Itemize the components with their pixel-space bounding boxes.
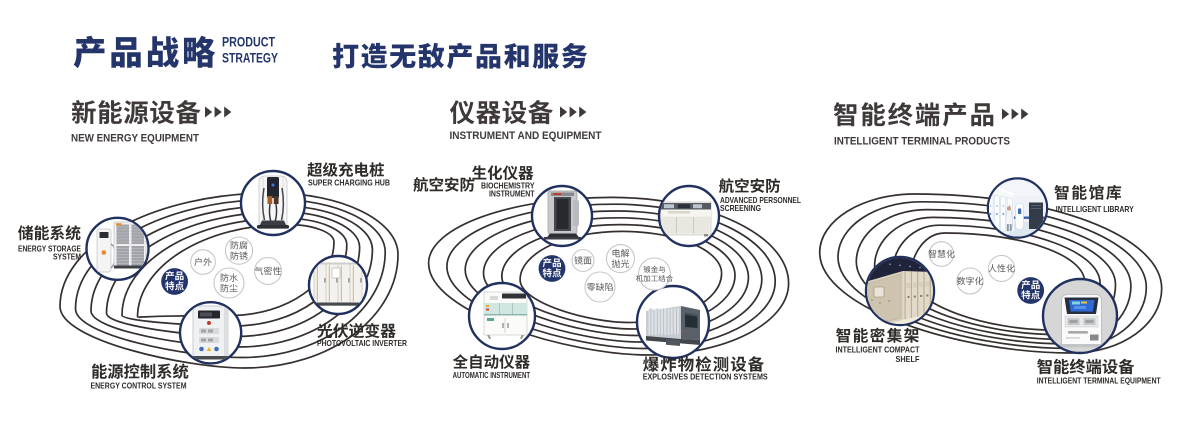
svg-text:INTELLIGENT TERMINAL EQUIPMENT: INTELLIGENT TERMINAL EQUIPMENT bbox=[1037, 377, 1161, 386]
svg-text:ADVANCED PERSONNEL: ADVANCED PERSONNEL bbox=[720, 196, 801, 205]
svg-text:INSTRUMENT: INSTRUMENT bbox=[489, 190, 535, 199]
svg-text:INTELLIGENT TERMINAL PRODUCTS: INTELLIGENT TERMINAL PRODUCTS bbox=[834, 136, 1010, 148]
svg-text:AUTOMATIC INSTRUMENT: AUTOMATIC INSTRUMENT bbox=[453, 371, 530, 380]
svg-text:INTELLIGENT LIBRARY: INTELLIGENT LIBRARY bbox=[1056, 205, 1134, 214]
svg-text:BIOCHEMISTRY: BIOCHEMISTRY bbox=[481, 182, 535, 191]
svg-text:SYSTEM: SYSTEM bbox=[53, 253, 81, 262]
svg-text:STRATEGY: STRATEGY bbox=[222, 51, 278, 66]
svg-text:SHELF: SHELF bbox=[896, 355, 920, 364]
svg-text:ENERGY STORAGE: ENERGY STORAGE bbox=[18, 244, 81, 253]
svg-text:NEW ENERGY EQUIPMENT: NEW ENERGY EQUIPMENT bbox=[71, 133, 199, 145]
svg-text:EXPLOSIVES DETECTION SYSTEMS: EXPLOSIVES DETECTION SYSTEMS bbox=[643, 373, 768, 382]
svg-text:PHOTOVOLTAIC INVERTER: PHOTOVOLTAIC INVERTER bbox=[317, 338, 407, 348]
svg-text:SCREENING: SCREENING bbox=[720, 204, 761, 213]
svg-text:ENERGY CONTROL SYSTEM: ENERGY CONTROL SYSTEM bbox=[91, 380, 187, 390]
svg-text:INSTRUMENT AND EQUIPMENT: INSTRUMENT AND EQUIPMENT bbox=[450, 130, 602, 142]
svg-text:PRODUCT: PRODUCT bbox=[222, 35, 276, 50]
svg-text:INTELLIGENT COMPACT: INTELLIGENT COMPACT bbox=[836, 345, 920, 354]
svg-text:SUPER CHARGING HUB: SUPER CHARGING HUB bbox=[308, 178, 390, 187]
